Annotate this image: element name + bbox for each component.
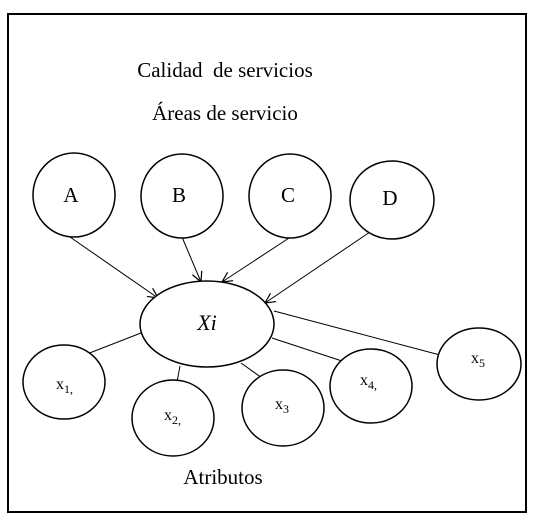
attribute-node-x4-label: x4,	[360, 372, 377, 392]
edge-xi-to-x2	[176, 365, 181, 383]
attribute-node-x3: x3	[241, 369, 325, 447]
attribute-node-x4-base: x	[360, 372, 368, 389]
attribute-node-x4: x4,	[329, 348, 413, 424]
attribute-node-x1: x1,	[22, 344, 106, 420]
attribute-node-x5: x5	[436, 327, 522, 401]
attribute-node-x2-base: x	[164, 407, 172, 424]
area-node-a-shape	[32, 152, 116, 238]
edge-xi-to-x1	[86, 332, 142, 355]
attribute-node-x5-sub: 5	[479, 356, 485, 370]
center-node-xi-shape	[139, 280, 275, 368]
edge-xi-to-x4	[271, 337, 346, 363]
attribute-node-x3-shape	[241, 369, 325, 447]
edge-area-a-to-xi	[69, 236, 158, 298]
edge-xi-to-x3	[240, 362, 263, 379]
attribute-node-x1-label: x1,	[56, 376, 73, 396]
attribute-node-x5-shape	[436, 327, 522, 401]
diagram-title: Calidad de servicios	[137, 58, 313, 82]
edge-area-c-to-xi	[222, 237, 290, 282]
attribute-node-x1-shape	[22, 344, 106, 420]
attribute-node-x5-label: x5	[471, 350, 485, 370]
edge-area-b-to-xi	[181, 236, 201, 282]
edge-xi-to-x5	[273, 310, 441, 356]
attributes-caption: Atributos	[183, 465, 262, 489]
attribute-node-x5-base: x	[471, 350, 479, 367]
diagram-frame	[7, 13, 527, 513]
attribute-node-x3-sub: 3	[283, 402, 289, 416]
area-node-b-label: B	[172, 183, 186, 207]
attribute-node-x2-sub: 2,	[172, 413, 181, 427]
area-node-c: C	[248, 153, 332, 239]
attribute-node-x2-shape	[131, 379, 215, 457]
edge-area-d-to-xi	[265, 231, 371, 303]
attribute-node-x4-sub: 4,	[368, 378, 377, 392]
area-node-a-label: A	[63, 183, 79, 207]
area-node-a: A	[32, 152, 116, 238]
diagram-subtitle: Áreas de servicio	[152, 101, 298, 125]
center-node-xi-label: Xi	[196, 310, 217, 335]
center-node-xi: Xi	[139, 280, 275, 368]
attribute-node-x2-label: x2,	[164, 407, 181, 427]
attribute-node-x3-label: x3	[275, 396, 289, 416]
area-node-c-label: C	[281, 183, 295, 207]
area-node-d-label: D	[382, 186, 397, 210]
area-node-b: B	[140, 153, 224, 239]
area-node-d: D	[349, 160, 435, 240]
area-node-b-shape	[140, 153, 224, 239]
area-node-c-shape	[248, 153, 332, 239]
attribute-node-x3-base: x	[275, 396, 283, 413]
attribute-node-x4-shape	[329, 348, 413, 424]
attribute-node-x2: x2,	[131, 379, 215, 457]
area-node-d-shape	[349, 160, 435, 240]
attribute-node-x1-sub: 1,	[64, 382, 73, 396]
attribute-node-x1-base: x	[56, 376, 64, 393]
